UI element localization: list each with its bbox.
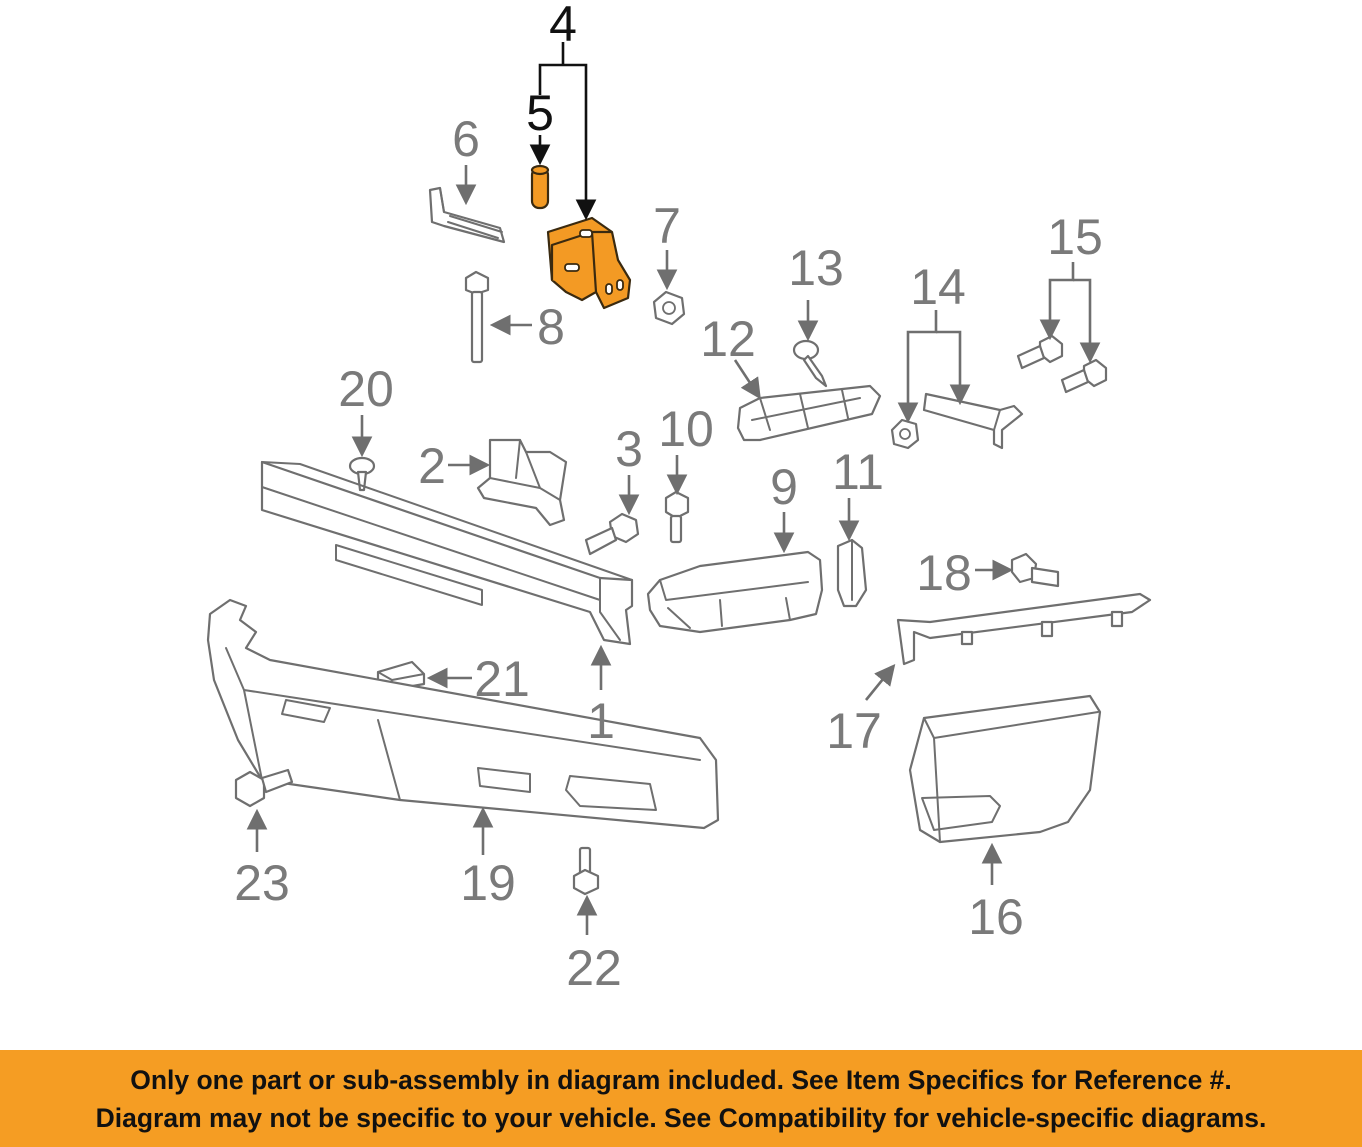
- part-10-bolt: [664, 490, 690, 544]
- callout-5: 5: [526, 85, 554, 141]
- callout-19: 19: [460, 855, 516, 911]
- callout-3: 3: [615, 421, 643, 477]
- callout-16: 16: [968, 889, 1024, 945]
- callout-12: 12: [700, 311, 756, 367]
- part-5-pin: [530, 164, 550, 210]
- callout-21: 21: [474, 651, 530, 707]
- part-8-bolt: [464, 270, 490, 364]
- callout-13: 13: [788, 240, 844, 296]
- disclaimer-line-2: Diagram may not be specific to your vehi…: [95, 1103, 1267, 1133]
- disclaimer-line-1: Only one part or sub-assembly in diagram…: [130, 1065, 1232, 1095]
- parts-diagram: 1 2 3 4 5 6 7 8 9 10 11 12 13 14 15 16 1…: [206, 0, 1152, 996]
- part-15-bolts: [1016, 334, 1108, 394]
- callout-10: 10: [658, 401, 714, 457]
- callout-20: 20: [338, 361, 394, 417]
- callout-23: 23: [234, 855, 290, 911]
- callout-8: 8: [537, 299, 565, 355]
- part-3-bolt: [584, 512, 640, 556]
- part-11-block: [836, 538, 868, 608]
- callout-18: 18: [916, 545, 972, 601]
- callout-17: 17: [826, 703, 882, 759]
- part-2-bracket: [476, 438, 568, 527]
- callout-22: 22: [566, 940, 622, 996]
- part-18-bolt: [1010, 552, 1060, 588]
- part-22-bolt: [572, 846, 600, 896]
- callout-9: 9: [770, 459, 798, 515]
- callout-1: 1: [587, 693, 615, 749]
- part-12-bracket: [736, 384, 882, 442]
- part-1-reinforcement: [260, 460, 634, 646]
- part-9-bracket: [646, 550, 824, 634]
- callout-15: 15: [1047, 209, 1103, 265]
- part-19-bumper: [206, 598, 720, 830]
- part-4-bracket: [546, 216, 632, 310]
- part-23-bolt: [234, 768, 294, 808]
- part-17-strip: [896, 592, 1152, 666]
- callout-7: 7: [653, 198, 681, 254]
- part-7-nut: [652, 290, 686, 326]
- callout-4: 4: [549, 0, 577, 52]
- callout-14: 14: [910, 259, 966, 315]
- part-13-screw: [792, 339, 828, 388]
- part-16-bumper-end: [908, 694, 1102, 844]
- disclaimer-banner: Only one part or sub-assembly in diagram…: [0, 1050, 1362, 1147]
- part-6-clip: [428, 186, 506, 244]
- callout-2: 2: [418, 438, 446, 494]
- callout-11: 11: [832, 444, 884, 500]
- part-14-bracket: [890, 392, 1024, 450]
- callout-6: 6: [452, 111, 480, 167]
